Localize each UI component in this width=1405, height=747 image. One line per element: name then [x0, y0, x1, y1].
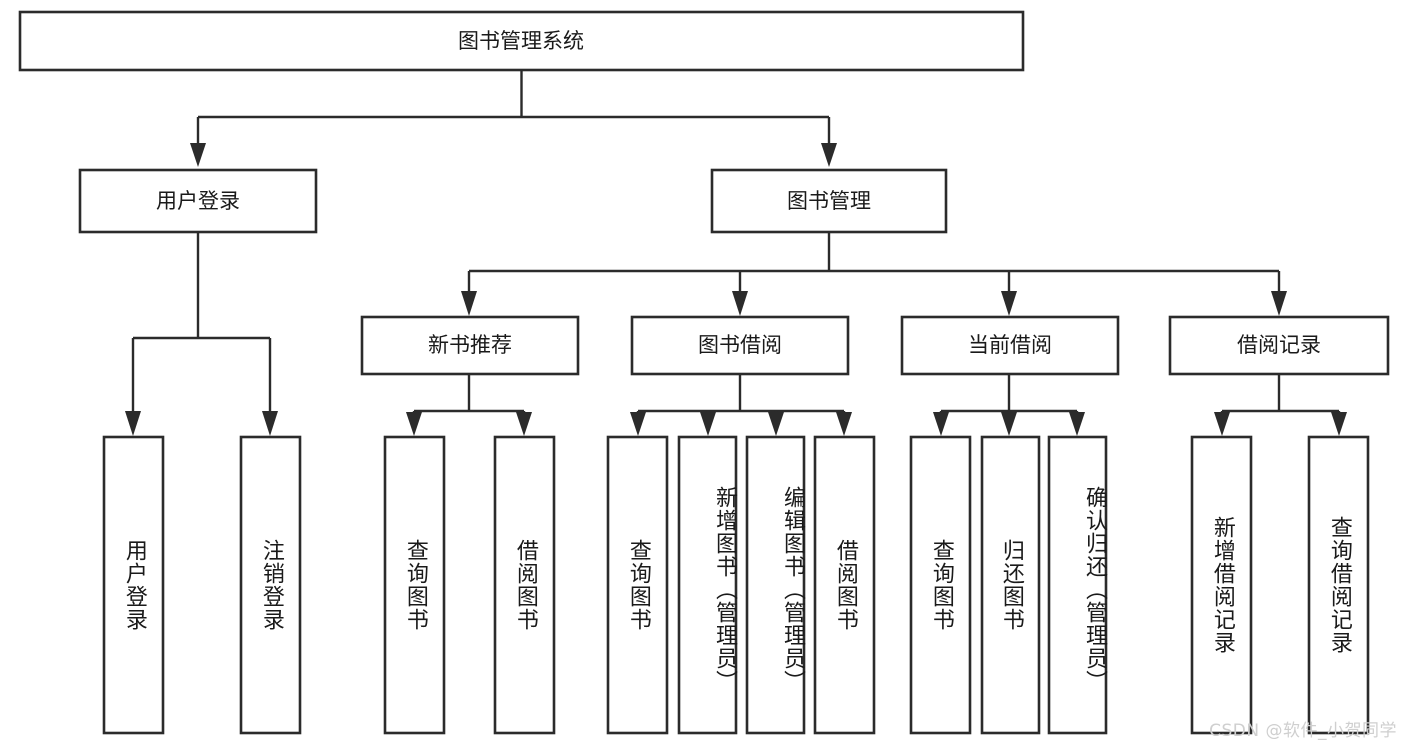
node-leaf-user-login[interactable] — [102, 435, 165, 735]
node-book-management-label: 图书管理 — [787, 189, 871, 213]
node-leaf-add-borrow-record[interactable] — [1190, 435, 1253, 735]
node-leaf-query-book-bb[interactable] — [606, 435, 669, 735]
node-user-login-label: 用户登录 — [156, 189, 240, 213]
arrow-head-icon — [190, 143, 206, 167]
connector-group-bookmgmt-to-level3 — [461, 232, 1287, 316]
node-root-system-label: 图书管理系统 — [458, 29, 584, 53]
connector-group-userlogin-to-leaves — [125, 232, 278, 436]
connector-group-borrowrecords-to-leaves — [1214, 374, 1347, 436]
connector-group-newbook-to-leaves — [406, 374, 532, 436]
arrow-head-icon — [768, 412, 784, 436]
node-book-borrow[interactable] — [630, 315, 850, 376]
node-leaf-edit-book-admin[interactable] — [745, 435, 806, 735]
node-current-borrow-label: 当前借阅 — [968, 333, 1052, 357]
arrow-head-icon — [821, 143, 837, 167]
node-leaf-query-borrow-record[interactable] — [1307, 435, 1370, 735]
arrow-head-icon — [836, 412, 852, 436]
node-leaf-logout[interactable] — [239, 435, 302, 735]
node-leaf-borrow-book-bb[interactable] — [813, 435, 876, 735]
arrow-head-icon — [262, 411, 278, 436]
arrow-head-icon — [1069, 412, 1085, 436]
arrow-head-icon — [933, 412, 949, 436]
arrow-head-icon — [1001, 412, 1017, 436]
node-book-borrow-label: 图书借阅 — [698, 333, 782, 357]
node-leaf-query-book-nb[interactable] — [383, 435, 446, 735]
node-leaf-add-book-admin[interactable] — [677, 435, 738, 735]
node-book-management[interactable] — [710, 168, 948, 234]
node-leaf-return-book[interactable] — [980, 435, 1041, 735]
connector-group-root-to-level2 — [190, 70, 837, 167]
node-leaf-borrow-book-nb[interactable] — [493, 435, 556, 735]
arrow-head-icon — [461, 291, 477, 316]
node-current-borrow[interactable] — [900, 315, 1120, 376]
node-leaf-query-book-cb[interactable] — [909, 435, 972, 735]
connector-group-bookborrow-to-leaves — [630, 374, 852, 436]
arrow-head-icon — [406, 412, 422, 436]
arrow-head-icon — [630, 412, 646, 436]
node-leaf-confirm-return-admin[interactable] — [1047, 435, 1108, 735]
node-new-book-recommend[interactable] — [360, 315, 580, 376]
node-user-login[interactable] — [78, 168, 318, 234]
node-borrow-records[interactable] — [1168, 315, 1390, 376]
watermark-text: CSDN @软件_小贺同学 — [1209, 721, 1397, 741]
arrow-head-icon — [1214, 412, 1230, 436]
node-new-book-recommend-label: 新书推荐 — [428, 333, 512, 357]
arrow-head-icon — [516, 412, 532, 436]
arrow-head-icon — [700, 412, 716, 436]
node-borrow-records-label: 借阅记录 — [1237, 333, 1321, 357]
connector-group-currentborrow-to-leaves — [933, 374, 1085, 436]
arrow-head-icon — [125, 411, 141, 436]
node-root-system[interactable] — [18, 10, 1025, 72]
arrow-head-icon — [732, 291, 748, 316]
arrow-head-icon — [1331, 412, 1347, 436]
arrow-head-icon — [1271, 291, 1287, 316]
arrow-head-icon — [1001, 291, 1017, 316]
